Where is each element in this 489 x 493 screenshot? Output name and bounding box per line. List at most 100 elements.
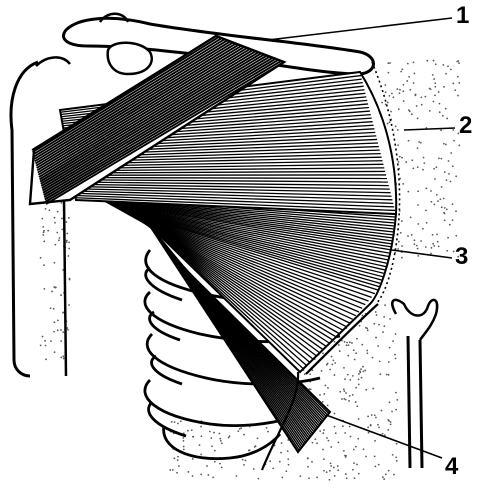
stipple-dot: [401, 245, 403, 247]
stipple-dot: [192, 436, 194, 438]
stipple-dot: [338, 344, 340, 346]
stipple-dot: [353, 349, 355, 351]
stipple-dot: [413, 73, 415, 75]
stipple-dot: [379, 361, 381, 363]
stipple-dot: [54, 222, 56, 224]
stipple-dot: [221, 466, 223, 468]
stipple-dot: [371, 414, 373, 416]
stipple-dot: [417, 248, 419, 250]
stipple-dot: [374, 466, 376, 468]
humerus-bone: [11, 62, 38, 376]
stipple-dot: [439, 111, 441, 113]
stipple-dot: [66, 241, 68, 243]
stipple-dot: [448, 173, 450, 175]
stipple-dot: [403, 100, 405, 102]
stipple-dot: [219, 438, 221, 440]
stipple-dot: [382, 433, 384, 435]
stipple-dot: [443, 86, 445, 88]
stipple-dot: [209, 431, 211, 433]
stipple-dot: [228, 437, 230, 439]
stipple-dot: [409, 110, 411, 112]
stipple-dot: [60, 329, 62, 331]
stipple-dot: [321, 370, 323, 372]
stipple-dot: [348, 344, 350, 346]
stipple-dot: [62, 331, 64, 333]
stipple-dot: [358, 373, 360, 375]
stipple-dot: [319, 430, 321, 432]
stipple-dot: [344, 378, 346, 380]
stipple-dot: [63, 358, 65, 360]
stipple-dot: [349, 341, 351, 343]
stipple-dot: [400, 71, 402, 73]
stipple-dot: [434, 178, 436, 180]
stipple-dot: [341, 398, 343, 400]
stipple-dot: [400, 232, 402, 234]
stipple-dot: [319, 394, 321, 396]
stipple-dot: [439, 198, 441, 200]
stipple-dot: [455, 210, 457, 212]
stipple-dot: [207, 474, 209, 476]
muscle-group: [30, 36, 396, 452]
stipple-dot: [436, 194, 438, 196]
stipple-dot: [378, 427, 380, 429]
stipple-dot: [395, 409, 397, 411]
stipple-dot: [187, 430, 189, 432]
leader-line-2: [404, 128, 455, 130]
stipple-dot: [384, 84, 386, 86]
stipple-dot: [214, 461, 216, 463]
stipple-dot: [339, 350, 341, 352]
stipple-dot: [331, 356, 333, 358]
stipple-dot: [314, 438, 316, 440]
stipple-dot: [444, 207, 446, 209]
stipple-dot: [220, 440, 222, 442]
stipple-dot: [172, 469, 174, 471]
stipple-dot: [358, 418, 360, 420]
stipple-dot: [437, 200, 439, 202]
stipple-dot: [312, 442, 314, 444]
stipple-dot: [392, 454, 394, 456]
stipple-dot: [389, 318, 391, 320]
stipple-dot: [417, 147, 419, 149]
stipple-dot: [40, 344, 42, 346]
stipple-dot: [42, 234, 44, 236]
stipple-dot: [456, 61, 458, 63]
stipple-dot: [309, 373, 311, 375]
stipple-dot: [383, 325, 385, 327]
stipple-dot: [53, 308, 55, 310]
stipple-dot: [330, 446, 332, 448]
stipple-dot: [367, 416, 369, 418]
stipple-dot: [395, 125, 397, 127]
stipple-dot: [375, 311, 377, 313]
stipple-dot: [243, 464, 245, 466]
stipple-dot: [376, 314, 378, 316]
stipple-dot: [200, 426, 202, 428]
stipple-dot: [365, 327, 367, 329]
stipple-dot: [368, 432, 370, 434]
stipple-dot: [327, 363, 329, 365]
stipple-dot: [421, 104, 423, 106]
stipple-dot: [57, 329, 59, 331]
stipple-dot: [239, 428, 241, 430]
stipple-dot: [329, 369, 331, 371]
stipple-dot: [245, 460, 247, 462]
stipple-dot: [51, 291, 53, 293]
stipple-dot: [444, 213, 446, 215]
stipple-dot: [349, 426, 351, 428]
stipple-dot: [307, 466, 309, 468]
stipple-dot: [42, 226, 44, 228]
stipple-dot: [56, 232, 58, 234]
stipple-dot: [329, 470, 331, 472]
stipple-dot: [426, 222, 428, 224]
stipple-dot: [362, 366, 364, 368]
stipple-dot: [349, 379, 351, 381]
stipple-dot: [445, 144, 447, 146]
stipple-dot: [442, 64, 444, 66]
stipple-dot: [402, 183, 404, 185]
stipple-dot: [364, 370, 366, 372]
stipple-dot: [192, 475, 194, 477]
stipple-dot: [354, 359, 356, 361]
stipple-dot: [279, 461, 281, 463]
stipple-dot: [352, 375, 354, 377]
stipple-dot: [365, 389, 367, 391]
